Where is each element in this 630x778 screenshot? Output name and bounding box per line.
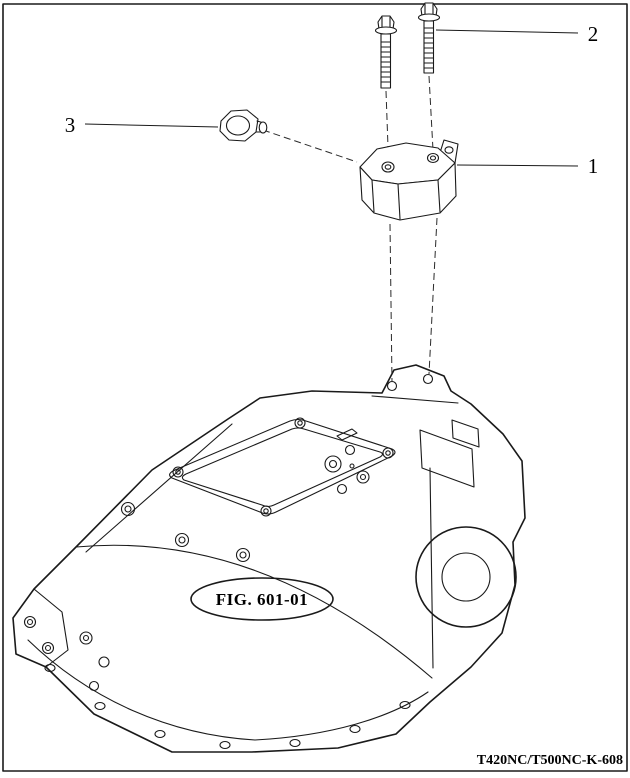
leader-line-3: [84, 123, 219, 128]
part-plug: [219, 109, 268, 142]
gasket-corner-holes: [172, 417, 394, 517]
left-flange-holes: [23, 615, 110, 692]
leader-line-2: [435, 29, 579, 34]
axis-bolt-left-to-bracket: [385, 90, 389, 148]
housing-silhouette: [12, 364, 526, 753]
tab-base-edge: [371, 395, 459, 404]
mount-plate-small: [451, 419, 480, 448]
top-face-bolt-holes: [120, 501, 251, 563]
page-border: [2, 3, 628, 772]
assembly-axis-lines: [262, 75, 438, 383]
top-rim-edge: [85, 423, 233, 553]
part-housing: [12, 364, 526, 753]
bottom-flange-holes: [44, 663, 411, 750]
callout-2: 2: [588, 22, 599, 46]
tab-bolt-hole: [422, 373, 434, 385]
callout-3: 3: [65, 113, 76, 137]
cylinder-seam: [429, 467, 434, 669]
figure-label-ellipse: [190, 577, 334, 621]
part-bolt-left: [374, 15, 398, 89]
axis-bracket-to-housing-right: [428, 217, 438, 375]
cylinder-boss-outer: [415, 526, 517, 628]
left-flange-edge: [33, 588, 69, 668]
doc-code: T420NC/T500NC-K-608: [477, 753, 623, 768]
part-bracket: [359, 139, 459, 221]
cylinder-boss-inner: [441, 552, 491, 602]
bottom-flange-edge: [27, 639, 429, 741]
axis-bolt-right-to-bracket: [428, 75, 434, 151]
figure-label: FIG. 601-01: [216, 590, 308, 609]
leader-line-1: [456, 164, 579, 167]
mount-plate: [419, 429, 475, 488]
face-crease: [75, 544, 433, 679]
port-cluster: [324, 428, 370, 495]
axis-bracket-to-housing-left: [389, 223, 393, 383]
callout-1: 1: [588, 154, 599, 178]
part-bolt-right: [417, 2, 441, 74]
axis-plug-to-bracket: [262, 129, 358, 163]
